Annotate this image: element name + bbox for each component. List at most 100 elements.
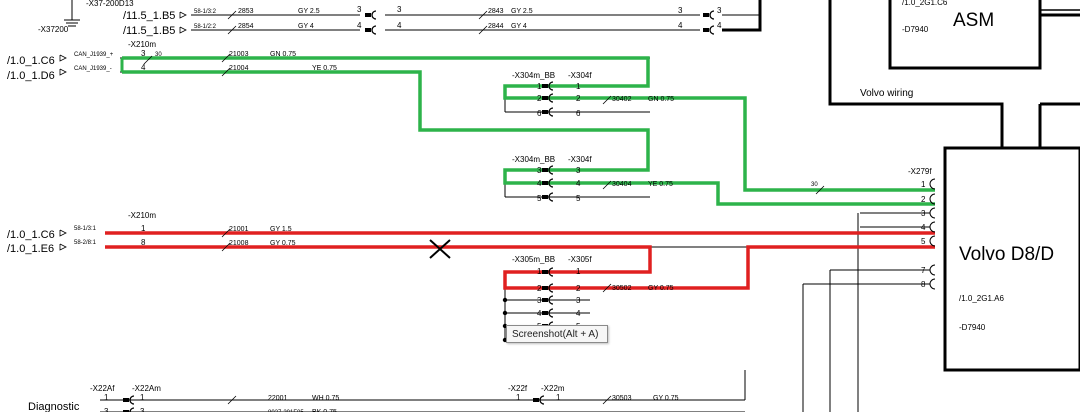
wire-mark [221,242,231,252]
wire-label: 30 [155,52,162,58]
wire-label: 3 [537,166,542,175]
connector-pin-male [542,96,548,100]
connector-marks [59,10,936,412]
wire-label: 2 [537,284,542,293]
ecu-socket [929,221,936,233]
wire-label: 4 [397,21,402,30]
connector-id: -X305f [568,255,592,264]
wire-mark [478,10,488,20]
volvo-d8-box [943,146,1080,372]
wire-label: 4 [576,309,581,318]
wire-label: 3 [576,296,581,305]
page-reference: /1.0_1.C6 [7,55,55,67]
red-wire-21008 [105,245,935,290]
wire-label: 1 [516,393,521,402]
wire-label: YE 0.75 [648,181,673,188]
connector-pin-male [542,286,548,290]
reference-arrow [179,26,187,34]
wire-label: 21008 [229,240,249,247]
screenshot-tooltip: Screenshot(Alt + A) [506,325,608,343]
wire-label: 3 [921,209,926,218]
wire-label: 1 [141,224,146,233]
wire-label: 5 [576,194,581,203]
wire-label: CAN_J1939_- [74,66,112,72]
wire-mark [227,25,237,35]
connector-id: -X210m [128,40,156,49]
wire-label: 3 [140,407,145,412]
wire-label: GY 0.75 [648,285,674,292]
connector-id: -X304m_BB [512,71,555,80]
junction-dot [502,297,508,303]
wire-mark [221,67,231,77]
connector-pin-female [371,10,377,20]
wire-mark [602,395,612,405]
wire-label: 3 [357,5,362,14]
reference-arrow [59,68,67,76]
wire-label: 2 [576,94,581,103]
page-reference: /11.5_1.B5 [123,10,175,22]
wire-label: 6 [576,109,581,118]
ecu-socket [929,193,936,205]
wire-mark [602,95,612,105]
connector-pin-female [371,25,377,35]
connector-pin-female [548,192,554,202]
green-can-plus-to-ecu [648,96,935,192]
wire-label: 30503 [612,395,632,402]
wire-mark [602,180,612,190]
highlight-overlays [105,56,935,290]
wire-label: 3 [576,166,581,175]
wire-label: 58-1/3:2 [194,9,217,15]
labels: -X37-200D13-X37200/11.5_1.B5/11.5_1.B558… [7,0,1054,412]
reference-arrow [59,54,67,62]
connector-id: -X304m_BB [512,155,555,164]
connector-pin-male [123,398,129,402]
connector-pin-male [365,28,371,32]
connector-pin-female [548,107,554,117]
connector-pin-female [709,25,715,35]
wire-label: 4 [537,309,542,318]
wire-label: 3 [678,6,683,15]
reference-arrow [179,11,187,19]
connector-id: -X22Am [132,384,161,393]
wire-label: 21003 [229,51,249,58]
wire-label: 2853 [238,8,254,15]
connector-id: -X210m [128,211,156,220]
connector-pin-female [539,395,545,405]
connector-id: -X37200 [38,25,69,34]
wire-label: WH 0.75 [312,395,339,402]
ecu-socket [929,178,936,190]
wire-label: 3 [397,5,402,14]
connector-pin-female [548,267,554,277]
wire-label: GY 0.75 [270,240,296,247]
wire-label: 3 [537,296,542,305]
wire-label: 4 [678,21,683,30]
connector-pin-female [129,407,135,412]
wire-label: 8 [921,280,926,289]
wire-label: 5 [537,194,542,203]
wire-label: 5 [921,237,926,246]
connector-pin-female [548,283,554,293]
wire-label: 1 [576,82,581,91]
connector-pin-male [542,311,548,315]
wire-label: 2 [576,284,581,293]
asm-feed [722,0,762,32]
wire-label: 3 [141,49,146,58]
wire-label: GY 2.5 [298,8,320,15]
wire-label: BK 0.75 [312,409,337,412]
wire-label: 8027-201F05 [268,410,304,412]
connector-id: -X22Af [90,384,115,393]
wire-label: GN 0.75 [270,51,296,58]
device-boxes [888,0,1080,372]
wire-label: GY 1.5 [270,226,292,233]
connector-pin-male [703,13,709,17]
cross-mark [429,239,451,259]
asm-title: ASM [953,10,994,31]
wire-label: YE 0.75 [312,65,337,72]
wire-label: 21001 [229,226,249,233]
connector-id: -X304f [568,155,592,164]
wire-label: 21004 [229,65,249,72]
wire-mark [815,185,825,195]
diagnostic-label: Diagnostic [28,401,80,412]
wire-label: 30 [811,182,818,188]
